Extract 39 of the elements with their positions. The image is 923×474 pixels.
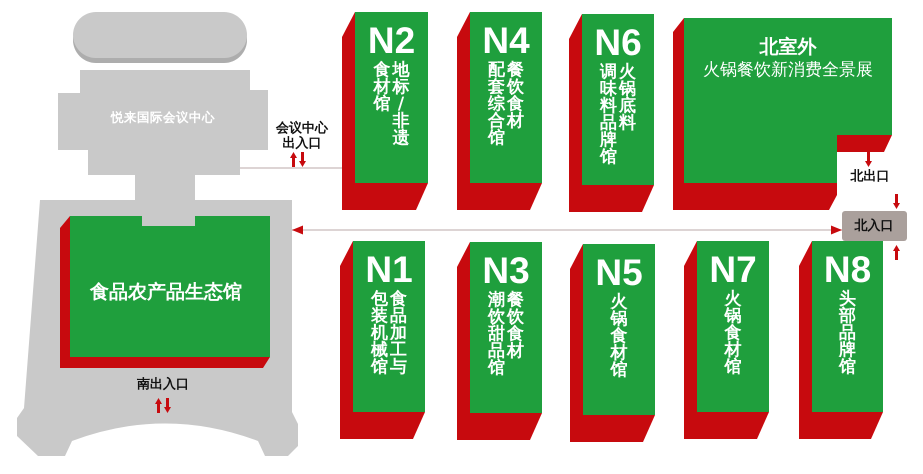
exhibition-hall: [457, 242, 542, 440]
hall-number: N6: [594, 24, 642, 61]
zone-title: 北室外: [760, 37, 816, 58]
exhibition-hall: [569, 14, 654, 212]
hall-name: 食品加工与包装机械馆: [371, 291, 407, 376]
hall-number: N2: [368, 22, 416, 59]
building-block: [17, 200, 298, 456]
hall-number: N4: [482, 22, 530, 59]
hall-name: 食品农产品生态馆: [90, 281, 242, 303]
exhibition-zone: [673, 18, 892, 210]
hall-number: N1: [365, 251, 413, 288]
exhibition-hall: [570, 244, 655, 442]
hall-number: N3: [482, 252, 530, 289]
hall-name: 火锅食材馆: [610, 294, 628, 379]
exhibition-hall: [340, 241, 425, 439]
exhibition-hall: [799, 241, 883, 439]
hall-name: 火锅底料调味料品牌馆: [600, 64, 636, 166]
entrance-label: 北出口: [850, 169, 890, 184]
exhibition-hall: [684, 241, 769, 439]
hall-name: 地标/非遗食材馆: [374, 62, 410, 147]
hall-number: N8: [824, 251, 872, 288]
hall-name: 餐饮食材潮饮甜品馆: [488, 292, 524, 377]
entrance-label: 北入口: [854, 218, 894, 234]
hall-name: 餐饮食材配套综合馆: [488, 62, 524, 147]
hall-number: N7: [709, 251, 757, 288]
hall-name: 火锅食材馆: [724, 291, 742, 376]
connector-line: [240, 167, 342, 169]
hall-name: 头部品牌馆: [839, 291, 856, 376]
entrance-label: 南出入口: [137, 377, 189, 392]
exhibition-hall: [457, 12, 542, 210]
entrance-label: 会议中心出入口: [274, 121, 330, 151]
building-block: [73, 12, 247, 63]
hall-number: N5: [595, 254, 643, 291]
exhibition-hall: [342, 12, 428, 210]
arrow: [292, 226, 842, 234]
zone-subtitle: 火锅餐饮新消费全景展: [703, 60, 873, 80]
building-block: [58, 70, 268, 200]
entrance-box: [842, 211, 907, 241]
exhibition-hall: [60, 216, 270, 368]
